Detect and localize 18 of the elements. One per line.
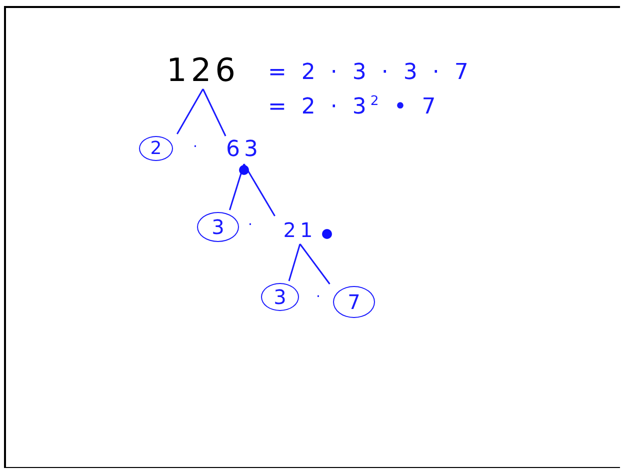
composite-number: 63 (222, 138, 266, 162)
composite-number: 126 (158, 53, 248, 87)
factorization-equation: = 2 · 3 · 3 · 7 (268, 62, 472, 84)
branch-line (176, 88, 204, 134)
circled-factor: 2 (139, 136, 173, 161)
factorization-equation: = 2 · 3$^{2}$ • 7 (268, 95, 440, 118)
circled-factor: 3 (197, 212, 239, 242)
branch-line (299, 244, 330, 284)
branch-line (243, 164, 276, 216)
multiplication-dot: · (248, 218, 252, 232)
circled-factor: 3 (261, 283, 299, 311)
composite-number: 21 (280, 218, 320, 242)
circled-factor: 7 (333, 286, 375, 318)
multiplication-dot: · (193, 140, 198, 154)
branch-line (228, 164, 245, 210)
multiplication-dot: · (316, 290, 320, 304)
branch-line (202, 88, 226, 136)
branch-line (288, 244, 301, 282)
